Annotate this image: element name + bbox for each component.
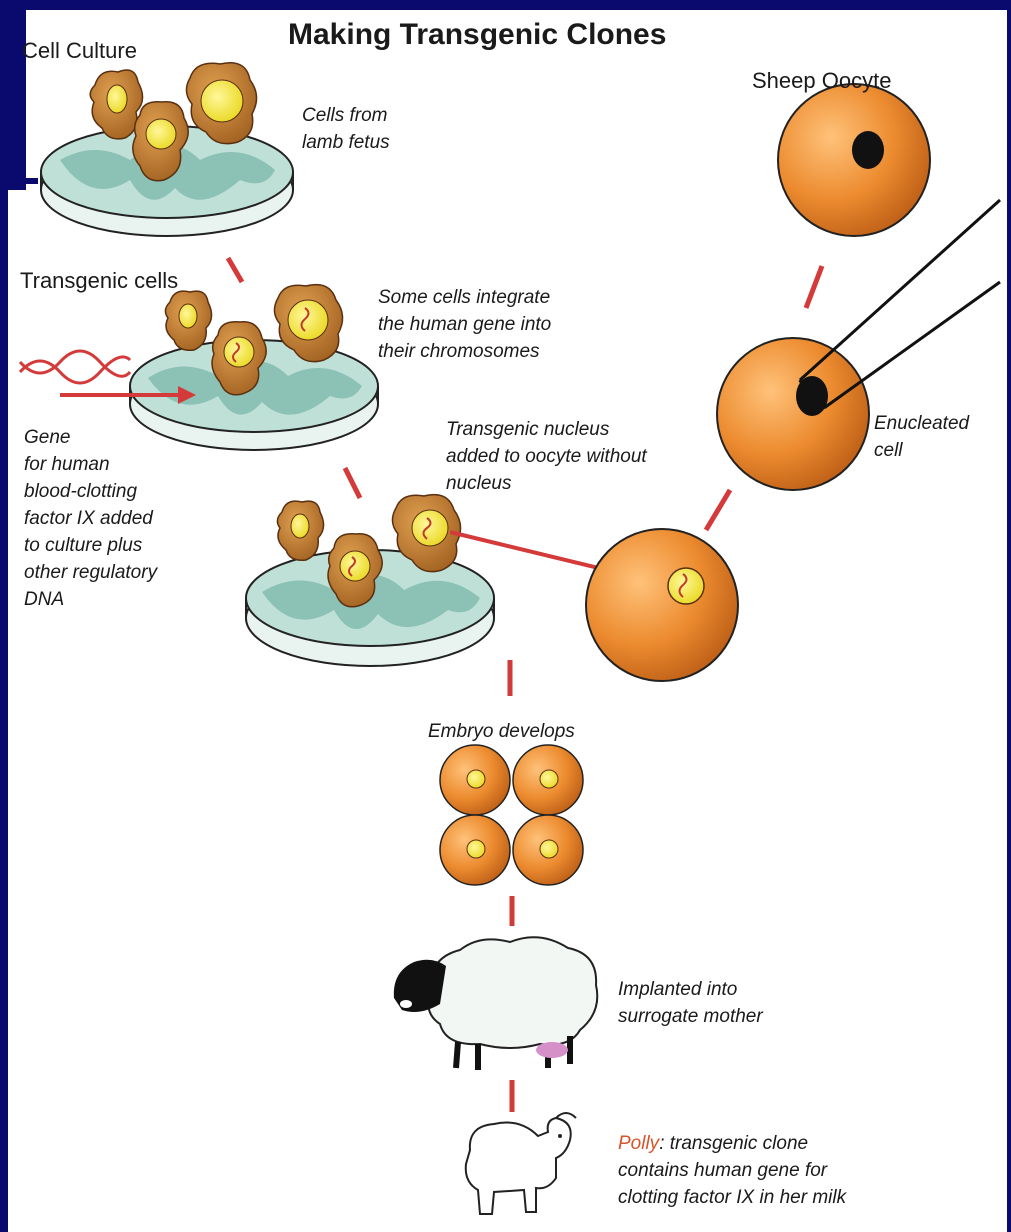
sheep-oocyte-label: Sheep Oocyte (752, 68, 891, 94)
cell-culture-label: Cell Culture (22, 38, 137, 64)
transgenic-cells-label: Transgenic cells (20, 268, 178, 294)
petri-dish-transgenic-nucleus-source (246, 495, 494, 666)
some-cells-integrate-label: Some cells integrate the human gene into… (378, 284, 551, 365)
enucleated-cell-label: Enucleated cell (874, 410, 969, 464)
embryo-four-cell (440, 745, 583, 885)
connector-dish2-dish3 (345, 468, 360, 498)
gene-description-label: Gene for human blood-clotting factor IX … (24, 424, 157, 613)
sheep-oocyte (778, 84, 930, 236)
recipient-oocyte (586, 529, 738, 681)
petri-dish-cell-culture (41, 63, 293, 236)
dna-strand-icon (20, 351, 130, 383)
polly-name: Polly (618, 1133, 659, 1154)
implanted-label: Implanted into surrogate mother (618, 976, 763, 1030)
page-title: Making Transgenic Clones (288, 18, 666, 52)
embryo-develops-label: Embryo develops (428, 718, 575, 745)
polly-lamb-icon (466, 1113, 576, 1214)
transgenic-nucleus-label: Transgenic nucleus added to oocyte witho… (446, 416, 647, 497)
enucleated-cell (717, 338, 869, 490)
surrogate-sheep-icon (394, 937, 597, 1070)
cells-from-lamb-fetus-label: Cells from lamb fetus (302, 102, 390, 156)
connector-dish1-dish2 (228, 258, 242, 282)
polly-caption: Polly: transgenic clone contains human g… (618, 1130, 846, 1211)
connector-enucleated-recipient (706, 490, 730, 530)
petri-dish-transgenic-cells (130, 285, 378, 450)
connector-oocyte-enucleation (806, 266, 822, 308)
